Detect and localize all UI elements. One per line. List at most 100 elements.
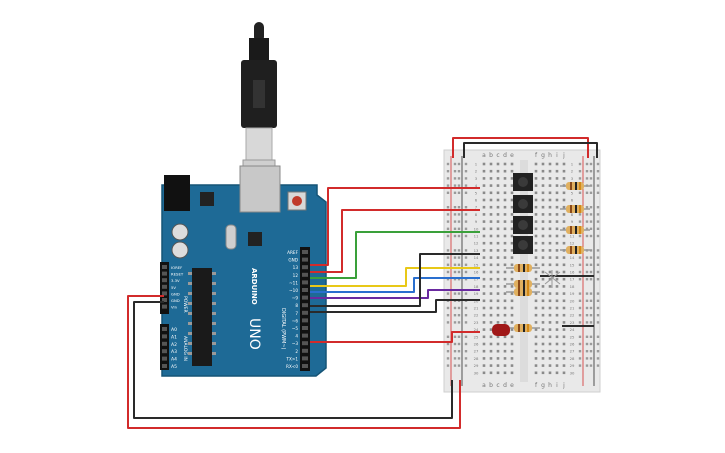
breadboard-hole <box>548 270 552 274</box>
rail-hole <box>457 213 461 216</box>
rail-hole <box>578 335 582 338</box>
breadboard-hole <box>496 256 500 259</box>
header-pin-hole <box>302 257 308 262</box>
rail-hole <box>453 321 457 324</box>
arduino-uno-board[interactable]: ARDUINO UNO DIGITAL (PWM~) POWER ANALOG … <box>160 165 327 377</box>
breadboard-hole <box>510 321 514 324</box>
header-pin-hole <box>302 265 308 270</box>
brand-label: ARDUINO <box>250 268 258 305</box>
breadboard-hole <box>482 349 486 353</box>
breadboard-hole <box>555 299 559 303</box>
rail-hole <box>464 227 468 230</box>
red-led[interactable] <box>492 324 510 336</box>
breadboard-hole <box>482 285 486 288</box>
transistor-leads[interactable] <box>544 270 561 288</box>
digital-pin-label: 7 <box>295 311 298 316</box>
breadboard-hole <box>534 213 538 216</box>
breadboard-hole <box>496 292 500 295</box>
pushbuttons[interactable] <box>513 173 533 254</box>
rail-hole <box>446 227 450 230</box>
breadboard-hole <box>548 357 552 360</box>
breadboard-hole <box>482 241 486 245</box>
breadboard-hole <box>482 220 486 223</box>
row-label: 29 <box>474 363 479 368</box>
rail-hole <box>585 364 589 367</box>
rail-hole <box>453 249 457 252</box>
rail-hole <box>464 364 468 367</box>
breadboard-hole <box>496 198 500 202</box>
breadboard-hole <box>555 256 559 259</box>
breadboard-hole <box>562 328 566 331</box>
rail-hole <box>453 170 457 173</box>
wire-gnd <box>133 301 453 419</box>
wire-pin9 <box>310 277 480 293</box>
rail-hole <box>578 162 582 166</box>
breadboard-hole <box>503 213 507 216</box>
rail-hole <box>457 357 461 360</box>
rail-hole <box>453 234 457 238</box>
rail-hole <box>596 299 600 302</box>
breadboard-hole <box>541 270 545 274</box>
rail-hole <box>578 342 582 346</box>
resistor-5 <box>506 264 540 272</box>
rail-hole <box>457 270 461 274</box>
breadboard-hole <box>548 198 552 202</box>
breadboard-hole <box>534 227 538 231</box>
rail-hole <box>589 206 593 209</box>
power-pin-label: GND <box>171 291 180 296</box>
usb-chip <box>248 232 262 246</box>
breadboard-hole <box>562 220 566 223</box>
breadboard-hole <box>510 198 514 202</box>
breadboard-hole <box>510 342 514 346</box>
breadboard-hole <box>562 285 566 288</box>
breadboard-hole <box>496 184 500 187</box>
breadboard-hole <box>482 227 486 231</box>
breadboard-hole <box>562 162 566 166</box>
breadboard-hole <box>548 299 552 303</box>
breadboard-hole <box>510 371 514 375</box>
row-label: 21 <box>570 306 575 311</box>
breadboard-hole <box>541 249 545 252</box>
row-label: 28 <box>474 356 479 361</box>
rail-hole <box>589 342 593 346</box>
digital-pin-label: RX<0 <box>286 364 298 369</box>
header-pin-hole <box>162 349 167 354</box>
breadboard-hole <box>482 357 486 360</box>
rail-hole <box>578 270 582 274</box>
rail-hole <box>464 191 468 194</box>
resistors[interactable] <box>506 182 590 332</box>
column-label: c <box>496 382 499 389</box>
resistor-8 <box>506 324 540 332</box>
row-label: 7 <box>475 205 478 210</box>
breadboard-hole <box>541 256 545 259</box>
breadboard-hole <box>510 313 514 317</box>
breadboard-hole <box>489 306 493 310</box>
rail-hole <box>453 162 457 166</box>
breadboard-hole <box>510 162 514 166</box>
breadboard-hole <box>548 220 552 223</box>
rail-hole <box>596 177 600 180</box>
breadboard-hole <box>489 357 493 360</box>
breadboard-hole <box>541 220 545 223</box>
rail-hole <box>446 191 450 194</box>
wires[interactable] <box>127 137 598 429</box>
row-label: 18 <box>474 284 479 289</box>
breadboard-hole <box>482 313 486 317</box>
rail-hole <box>585 263 589 266</box>
breadboard-hole <box>555 220 559 223</box>
rail-hole <box>457 234 461 238</box>
breadboard-hole <box>482 306 486 310</box>
rail-hole <box>457 292 461 295</box>
breadboard-hole <box>503 335 507 339</box>
row-label: 24 <box>570 327 575 332</box>
breadboard-hole <box>510 364 514 367</box>
breadboard-hole <box>503 162 507 166</box>
rail-hole <box>457 191 461 194</box>
rail-hole <box>457 249 461 252</box>
header-pin-hole <box>162 278 167 283</box>
breadboard-hole <box>510 292 514 295</box>
header-pin-hole <box>302 295 308 300</box>
breadboard-hole <box>489 256 493 259</box>
